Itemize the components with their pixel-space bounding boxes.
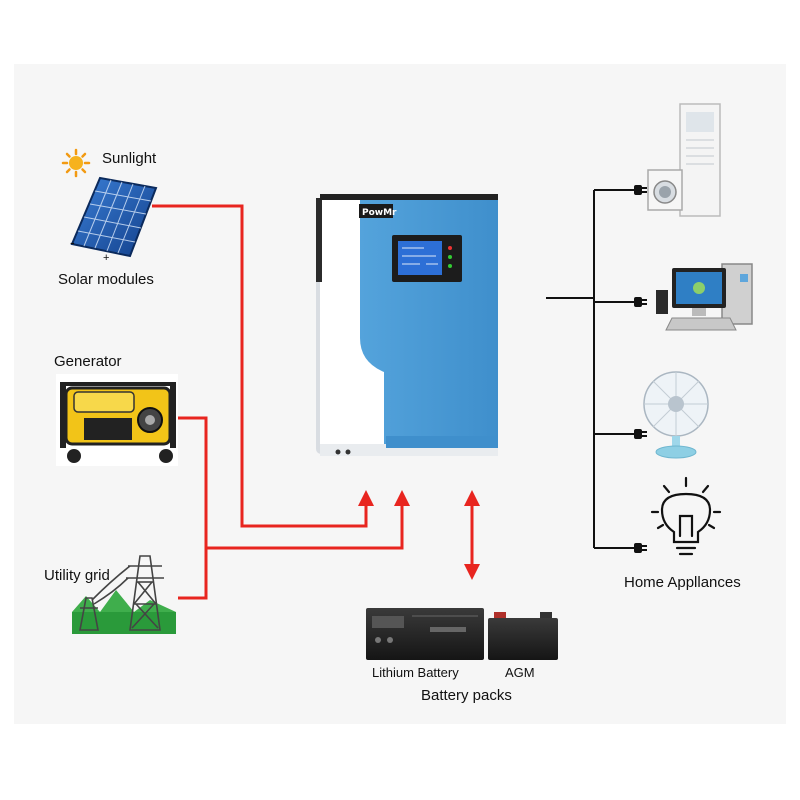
solar-to-inverter-line — [152, 204, 368, 528]
desktop-computer-icon — [656, 263, 753, 331]
air-conditioner-icon — [679, 103, 721, 217]
battery-packs-label: Battery packs — [421, 687, 512, 704]
panel-minus-label: - — [70, 234, 75, 250]
washing-machine-icon — [647, 169, 683, 211]
agm-battery-icon — [488, 612, 558, 660]
generator-icon — [56, 374, 178, 466]
utility-grid-label: Utility grid — [44, 567, 110, 584]
solar-panel-icon — [70, 176, 158, 258]
inverter-brand-label: PowMr — [362, 208, 397, 218]
sunlight-label: Sunlight — [102, 150, 157, 167]
light-bulb-icon — [650, 476, 722, 556]
lithium-battery-label: Lithium Battery — [372, 665, 459, 680]
battery-bidirectional-line — [464, 490, 480, 580]
inverter-unit: PowMr — [316, 194, 498, 456]
home-appliances-label: Home Appllances — [624, 574, 741, 591]
solar-arrow-head — [358, 490, 374, 506]
generator-label: Generator — [54, 353, 122, 370]
panel-plus-label: + — [103, 252, 110, 264]
utility-grid-icon — [72, 555, 176, 634]
plug-icon — [634, 185, 647, 553]
electric-fan-icon — [643, 371, 709, 459]
sun-icon — [61, 148, 91, 178]
agm-label: AGM — [505, 665, 535, 680]
generator-grid-to-inverter-line — [178, 416, 404, 600]
output-wiring — [546, 189, 636, 549]
ac-input-arrow-head — [394, 490, 410, 506]
solar-modules-label: Solar modules — [58, 271, 154, 288]
lithium-battery-icon — [366, 608, 484, 660]
